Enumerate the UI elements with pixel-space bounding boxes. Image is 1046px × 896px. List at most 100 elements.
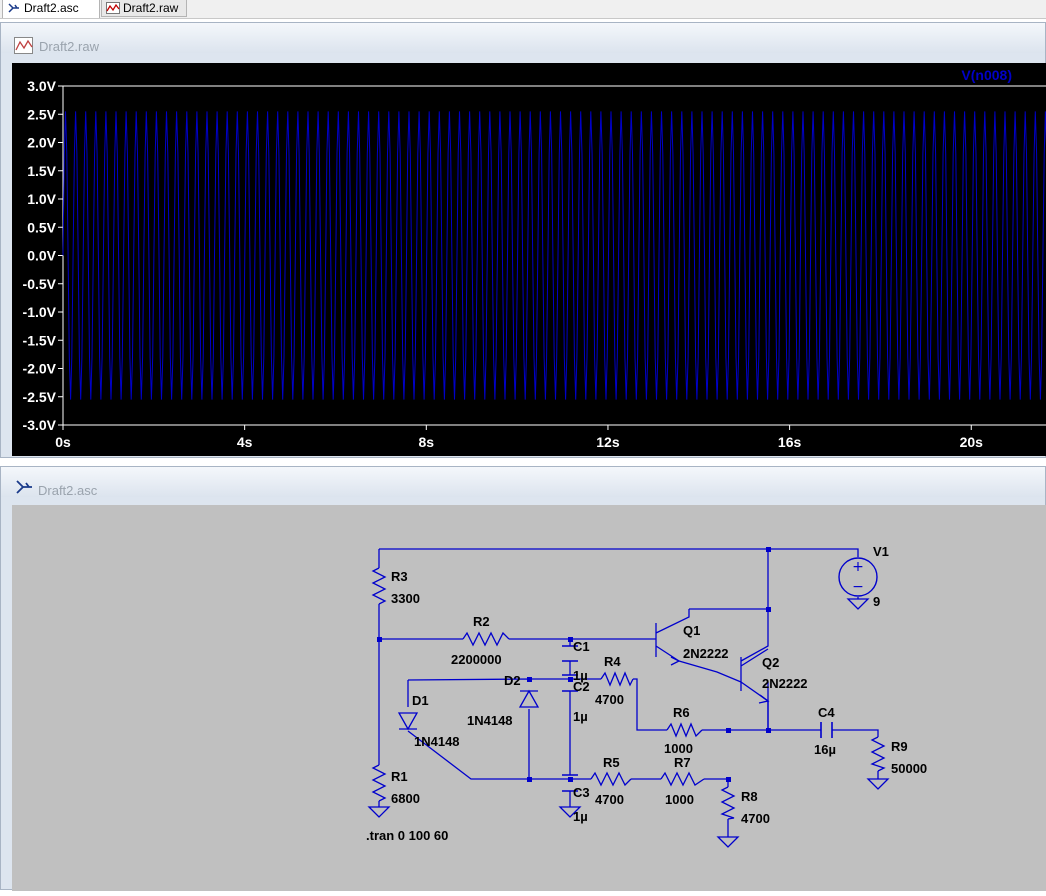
y-tick-label: -2.5V (23, 389, 57, 405)
tab-draft2-raw[interactable]: Draft2.raw (101, 0, 187, 17)
label-C4-name[interactable]: C4 (818, 705, 835, 720)
label-C1-value[interactable]: 1µ (573, 668, 588, 683)
label-C3-name[interactable]: C3 (573, 785, 590, 800)
resistor-R8 (720, 786, 736, 820)
schematic-window-title: Draft2.asc (38, 483, 98, 498)
resistors (371, 567, 886, 820)
wires (378, 548, 879, 837)
label-R8-value[interactable]: 4700 (741, 811, 770, 826)
label-Q1-value[interactable]: 2N2222 (683, 646, 729, 661)
y-tick-label: -0.5V (23, 276, 57, 292)
schematic-icon (8, 3, 19, 13)
diode-D2 (518, 689, 540, 708)
x-tick-label: 12s (596, 434, 620, 450)
resistor-R5 (590, 771, 632, 787)
series-vn008 (62, 111, 1046, 400)
resistor-R3 (371, 567, 387, 605)
label-R7-name[interactable]: R7 (674, 755, 691, 770)
svg-text:+: + (852, 559, 864, 575)
label-R6-value[interactable]: 1000 (664, 741, 693, 756)
resistor-R2 (462, 631, 510, 647)
schematic-window-titlebar[interactable]: Draft2.asc (1, 467, 1045, 498)
label-D1-value[interactable]: 1N4148 (414, 734, 460, 749)
ground-icon (866, 778, 890, 790)
label-V1-name[interactable]: V1 (873, 544, 889, 559)
capacitor-C4 (820, 722, 833, 738)
waveform-window-titlebar[interactable]: Draft2.raw (1, 23, 1045, 54)
label-D1-name[interactable]: D1 (412, 693, 429, 708)
label-D2-name[interactable]: D2 (504, 673, 521, 688)
label-R4-name[interactable]: R4 (604, 654, 621, 669)
y-tick-label: -3.0V (23, 417, 57, 433)
label-R5-name[interactable]: R5 (603, 755, 620, 770)
schematic-window: Draft2.asc (0, 466, 1046, 891)
y-tick-label: 1.0V (27, 191, 56, 207)
x-tick-label: 16s (778, 434, 802, 450)
schematic-canvas[interactable]: + − (12, 505, 1046, 891)
label-R3-name[interactable]: R3 (391, 569, 408, 584)
x-tick-label: 0s (55, 434, 71, 450)
y-tick-label: -1.5V (23, 332, 57, 348)
transistors (655, 609, 770, 730)
tab-draft2-asc[interactable]: Draft2.asc (2, 0, 100, 18)
label-C3-value[interactable]: 1µ (573, 809, 588, 824)
label-R2-name[interactable]: R2 (473, 614, 490, 629)
y-tick-label: 0.5V (27, 219, 56, 235)
schematic-drawing: + − (366, 544, 927, 848)
label-R8-name[interactable]: R8 (741, 789, 758, 804)
label-C2-value[interactable]: 1µ (573, 709, 588, 724)
label-C1-name[interactable]: C1 (573, 639, 590, 654)
document-tab-bar: Draft2.asc Draft2.raw (0, 0, 1046, 19)
resistor-R7 (660, 771, 705, 787)
label-R1-value[interactable]: 6800 (391, 791, 420, 806)
x-axis-ticks: 0s 4s 8s 12s 16s 20s (55, 425, 983, 450)
label-R4-value[interactable]: 4700 (595, 692, 624, 707)
y-tick-label: -2.0V (23, 361, 57, 377)
label-D2-value[interactable]: 1N4148 (467, 713, 513, 728)
schematic-icon (16, 480, 32, 494)
transistor-Q1-arrow (670, 656, 681, 666)
waveform-icon (106, 2, 120, 14)
spice-directive[interactable]: .tran 0 100 60 (366, 828, 448, 843)
resistor-R1 (371, 764, 387, 802)
component-labels: R3 3300 R2 2200000 C1 1µ C2 1µ R4 4700 Q… (366, 544, 927, 843)
label-R7-value[interactable]: 1000 (665, 792, 694, 807)
label-R2-value[interactable]: 2200000 (451, 652, 502, 667)
y-tick-label: 2.0V (27, 135, 56, 151)
ground-icon (558, 806, 582, 818)
label-Q1-name[interactable]: Q1 (683, 623, 700, 638)
voltage-source-V1: + − (838, 557, 878, 597)
label-R6-name[interactable]: R6 (673, 705, 690, 720)
trace-label-vn008[interactable]: V(n008) (961, 67, 1012, 83)
waveform-chart: V(n008) 3.0V2.5V2.0V1.5V1.0V0.5V0.0V-0.5… (23, 67, 1046, 450)
ground-icon (367, 806, 391, 818)
x-tick-label: 20s (960, 434, 984, 450)
label-Q2-name[interactable]: Q2 (762, 655, 779, 670)
label-C4-value[interactable]: 16µ (814, 742, 836, 757)
resistor-R9 (870, 736, 886, 772)
label-Q2-value[interactable]: 2N2222 (762, 676, 808, 691)
ground-symbols (367, 598, 890, 848)
x-tick-label: 4s (237, 434, 253, 450)
resistor-R4 (600, 671, 634, 687)
transistor-Q2-arrow (758, 694, 770, 704)
diode-D1 (397, 712, 419, 731)
label-C2-name[interactable]: C2 (573, 679, 590, 694)
series-line-vn008[interactable] (62, 111, 1046, 400)
label-R1-name[interactable]: R1 (391, 769, 408, 784)
y-tick-label: 2.5V (27, 106, 56, 122)
waveform-window-title: Draft2.raw (39, 39, 99, 54)
y-tick-label: 0.0V (27, 248, 56, 264)
label-R5-value[interactable]: 4700 (595, 792, 624, 807)
capacitor-C2 (562, 674, 578, 692)
label-V1-value[interactable]: 9 (873, 594, 880, 609)
x-tick-label: 8s (419, 434, 435, 450)
waveform-icon (14, 37, 33, 54)
label-R3-value[interactable]: 3300 (391, 591, 420, 606)
capacitors (562, 645, 833, 792)
capacitor-C1 (562, 645, 578, 662)
label-R9-value[interactable]: 50000 (891, 761, 927, 776)
junction-dots (377, 547, 771, 782)
label-R9-name[interactable]: R9 (891, 739, 908, 754)
